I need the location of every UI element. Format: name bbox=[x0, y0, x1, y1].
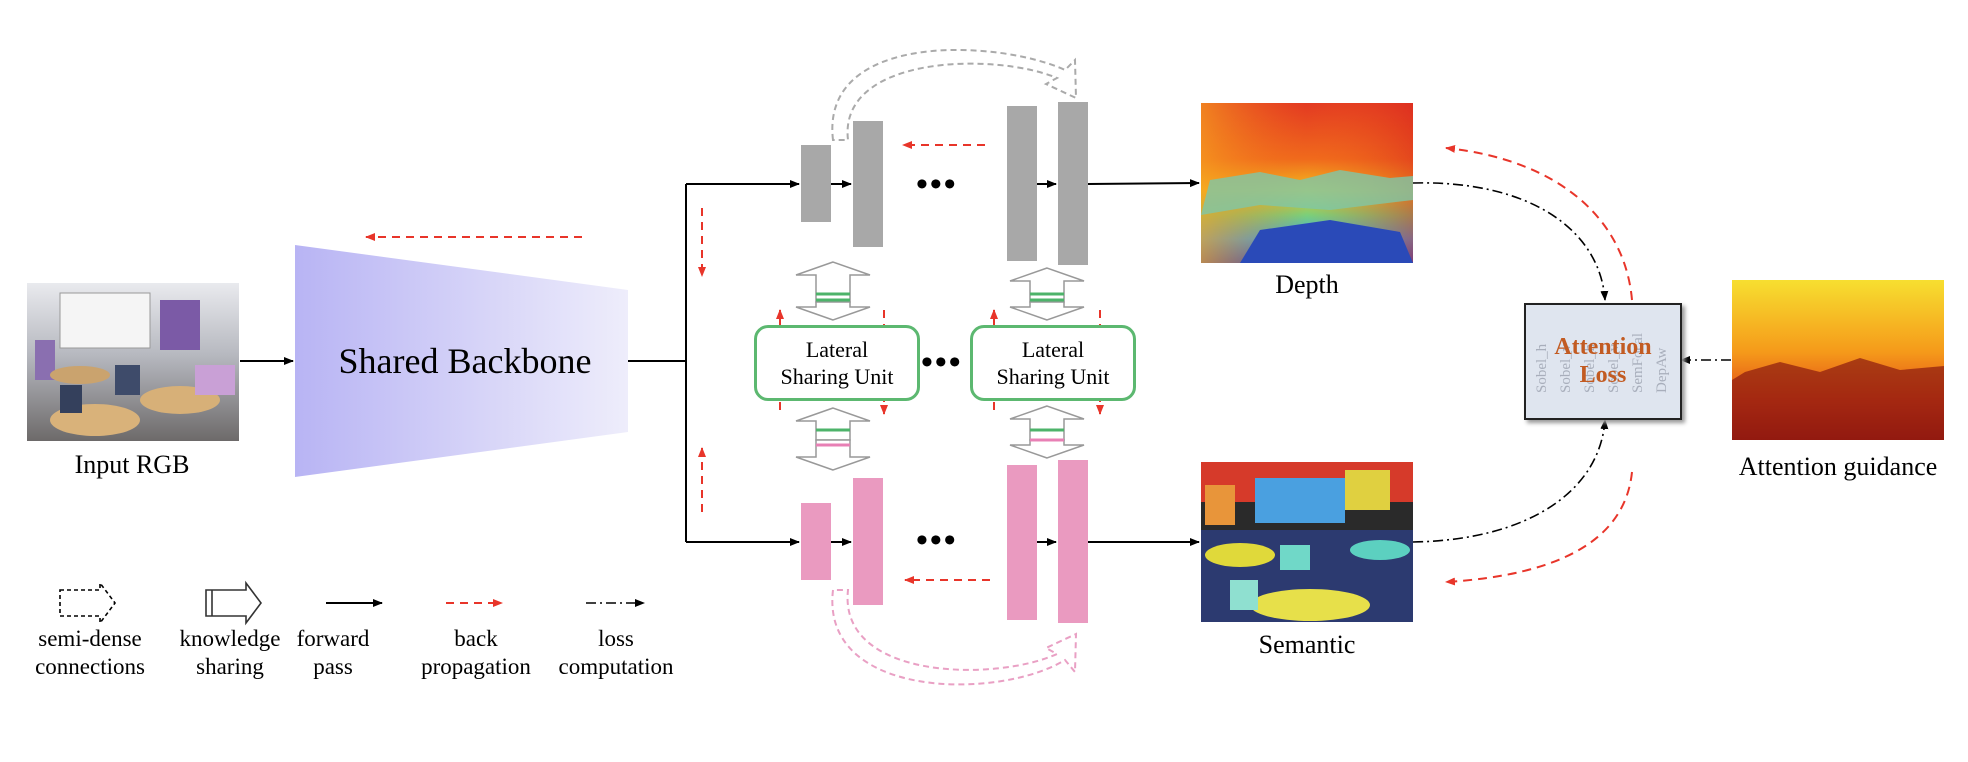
knowledge-arrow-semantic-1 bbox=[795, 407, 871, 471]
lsu-2-line2: Sharing Unit bbox=[996, 364, 1110, 389]
legend: semi-dense connections knowledge sharing… bbox=[23, 580, 686, 688]
semantic-branch-ellipsis: ••• bbox=[916, 522, 958, 559]
backprop-arc-semantic bbox=[1445, 471, 1633, 586]
legend-forward-line2: pass bbox=[313, 654, 353, 679]
semantic-bar-4 bbox=[1058, 460, 1088, 623]
semantic-bar-2 bbox=[853, 478, 883, 605]
legend-semi-dense-line2: connections bbox=[35, 654, 145, 679]
lsu-ellipsis: ••• bbox=[921, 344, 963, 381]
legend-back-line1: back bbox=[454, 626, 498, 651]
semantic-image bbox=[1201, 462, 1413, 622]
lsu-1-line1: Lateral bbox=[805, 337, 869, 362]
legend-loss-label: loss computation bbox=[546, 625, 686, 681]
attention-loss-title: Attention Loss bbox=[1526, 333, 1680, 389]
legend-back-line2: propagation bbox=[421, 654, 531, 679]
depth-bar-2 bbox=[853, 121, 883, 247]
loss-line-semantic bbox=[1412, 419, 1609, 543]
input-rgb-image bbox=[27, 283, 239, 441]
semantic-bar-3 bbox=[1007, 465, 1037, 620]
legend-semi-dense-label: semi-dense connections bbox=[20, 625, 160, 681]
semi-dense-arc-semantic bbox=[831, 589, 1078, 686]
depth-image bbox=[1201, 103, 1413, 263]
lsu-2-line1: Lateral bbox=[1021, 337, 1085, 362]
lsu-1-line2: Sharing Unit bbox=[780, 364, 894, 389]
legend-semi-dense-line1: semi-dense bbox=[38, 626, 142, 651]
legend-semi-dense-icon bbox=[59, 580, 116, 626]
loss-line-depth bbox=[1412, 182, 1609, 301]
semantic-bar-1 bbox=[801, 503, 831, 580]
lateral-sharing-unit-1: Lateral Sharing Unit bbox=[754, 325, 920, 401]
shared-backbone-shape bbox=[295, 245, 628, 477]
attention-guidance-label: Attention guidance bbox=[1738, 452, 1938, 481]
legend-knowledge-line2: sharing bbox=[196, 654, 264, 679]
legend-back-label: back propagation bbox=[406, 625, 546, 681]
shared-backbone-label: Shared Backbone bbox=[338, 341, 592, 381]
semantic-label: Semantic bbox=[1258, 630, 1356, 659]
knowledge-arrow-depth-1 bbox=[795, 261, 871, 321]
depth-bar-4 bbox=[1058, 102, 1088, 265]
knowledge-arrow-depth-2 bbox=[1009, 267, 1085, 321]
legend-forward-line1: forward bbox=[296, 626, 370, 651]
attention-guidance-image bbox=[1732, 280, 1944, 440]
semi-dense-arc-depth bbox=[831, 49, 1078, 141]
legend-forward-label: forward pass bbox=[283, 625, 383, 681]
attention-loss-line1: Attention bbox=[1554, 334, 1652, 360]
legend-loss-line1: loss bbox=[598, 626, 634, 651]
depth-bar-3 bbox=[1007, 106, 1037, 261]
legend-knowledge-line1: knowledge bbox=[179, 626, 281, 651]
legend-knowledge-icon bbox=[205, 580, 262, 626]
legend-loss-line2: computation bbox=[558, 654, 674, 679]
depth-label: Depth bbox=[1275, 270, 1339, 299]
lateral-sharing-unit-2: Lateral Sharing Unit bbox=[970, 325, 1136, 401]
attention-loss-line2: Loss bbox=[1579, 362, 1627, 388]
depth-branch-ellipsis: ••• bbox=[916, 166, 958, 203]
legend-knowledge-label: knowledge sharing bbox=[160, 625, 300, 681]
knowledge-arrow-semantic-2 bbox=[1009, 405, 1085, 459]
input-rgb-label: Input RGB bbox=[74, 450, 190, 479]
depth-bar-1 bbox=[801, 145, 831, 222]
arrow-to-depth-output bbox=[1087, 179, 1200, 188]
backprop-arc-depth bbox=[1445, 144, 1633, 301]
